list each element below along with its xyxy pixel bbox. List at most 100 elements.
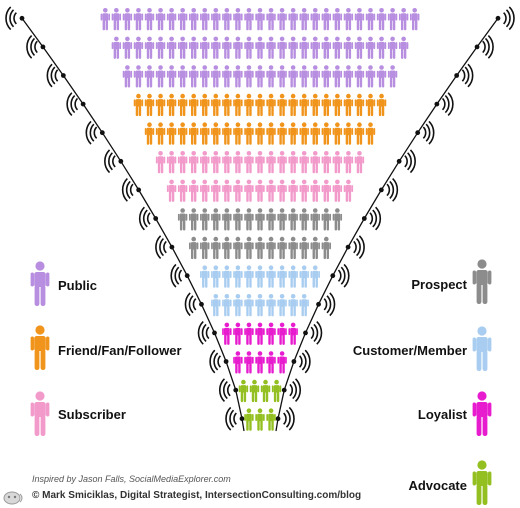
friend-person xyxy=(189,93,199,117)
signal-arc xyxy=(184,292,191,317)
funnel-row-advocate xyxy=(244,408,276,431)
broadcast-arcs xyxy=(454,63,474,88)
public-person xyxy=(365,8,376,31)
friend-person xyxy=(299,93,309,117)
public-person xyxy=(111,36,122,59)
signal-arc xyxy=(226,383,231,397)
signal-arc xyxy=(30,37,36,56)
signal-arc xyxy=(223,381,228,400)
prospect-person xyxy=(310,236,320,260)
public-person xyxy=(255,36,265,59)
public-person xyxy=(244,8,254,31)
signal-arc xyxy=(313,323,319,342)
prospect-person xyxy=(255,236,265,260)
subscriber-person xyxy=(233,151,243,174)
signal-arc xyxy=(298,355,303,368)
signal-arc xyxy=(225,406,232,431)
customer-person xyxy=(288,294,298,317)
signal-arc xyxy=(464,66,470,85)
signal-arc xyxy=(343,263,350,288)
funnel-edges xyxy=(5,6,515,432)
signal-arc xyxy=(487,35,494,59)
friend-person xyxy=(277,122,287,145)
broadcast-arcs xyxy=(378,178,399,202)
customer-person xyxy=(288,265,298,288)
signal-arc xyxy=(304,349,311,374)
public-person xyxy=(321,8,331,31)
public-person xyxy=(211,36,221,59)
advocate-person-icon xyxy=(472,460,492,505)
prospect-person xyxy=(321,236,331,260)
public-person xyxy=(310,8,320,31)
public-person xyxy=(354,36,365,59)
funnel-row-prospect xyxy=(177,208,343,231)
signal-arc xyxy=(104,149,111,174)
customer-person xyxy=(244,294,254,317)
friend-person xyxy=(189,122,199,145)
edge-node-dot xyxy=(153,216,159,221)
friend-person xyxy=(233,122,243,145)
signal-arc xyxy=(192,298,197,311)
public-person xyxy=(387,8,398,31)
loyalist-person xyxy=(222,322,232,345)
public-person xyxy=(354,65,365,88)
public-person xyxy=(211,65,221,88)
prospect-person xyxy=(255,208,265,231)
edge-node-dot xyxy=(495,15,501,21)
broadcast-arcs xyxy=(303,321,323,345)
signal-arc xyxy=(404,155,408,168)
public-person xyxy=(177,65,188,88)
public-person xyxy=(310,65,320,88)
edge-node-dot xyxy=(330,273,336,279)
friend-person xyxy=(166,93,177,117)
public-person xyxy=(398,36,409,59)
customer-person xyxy=(233,294,243,317)
advocate-person xyxy=(238,379,249,403)
signal-arc xyxy=(389,180,395,199)
broadcast-arcs xyxy=(361,206,382,231)
signal-arc xyxy=(174,266,180,285)
subscriber-person xyxy=(211,151,221,174)
public-person xyxy=(177,8,188,31)
funnel-row-prospect xyxy=(189,236,331,260)
public-person xyxy=(277,65,287,88)
friend-person xyxy=(266,122,276,145)
edge-node-dot xyxy=(184,273,190,279)
customer-person xyxy=(222,265,232,288)
public-person xyxy=(343,65,354,88)
public-person xyxy=(387,36,398,59)
public-person xyxy=(343,8,354,31)
signal-arc xyxy=(316,321,323,345)
subscriber-person xyxy=(255,151,265,174)
broadcast-arcs xyxy=(138,206,159,231)
signal-arc xyxy=(508,6,515,31)
friend-person xyxy=(310,93,320,117)
subscriber-person xyxy=(332,151,343,174)
signal-arc xyxy=(155,235,162,259)
public-person xyxy=(365,36,376,59)
edge-node-dot xyxy=(199,301,204,307)
subscriber-person xyxy=(310,151,320,174)
edge-node-dot xyxy=(169,244,175,250)
signal-arc xyxy=(482,40,486,54)
funnel-row-loyalist xyxy=(233,351,287,374)
signal-arc xyxy=(213,352,219,371)
public-person xyxy=(321,36,331,59)
friend-person xyxy=(144,122,155,145)
broadcast-arcs xyxy=(345,235,365,259)
customer-person xyxy=(277,265,287,288)
signal-arc xyxy=(197,321,204,345)
public-person xyxy=(244,65,254,88)
prospect-person xyxy=(277,236,287,260)
public-person xyxy=(354,8,365,31)
public-person xyxy=(133,8,144,31)
prospect-person xyxy=(299,236,309,260)
public-person xyxy=(122,36,133,59)
prospect-person xyxy=(211,208,221,231)
friend-person xyxy=(343,122,354,145)
customer-person-icon xyxy=(472,326,492,371)
edge-node-dot xyxy=(396,158,402,164)
signal-arc xyxy=(50,66,56,85)
subscriber-person xyxy=(255,179,265,202)
